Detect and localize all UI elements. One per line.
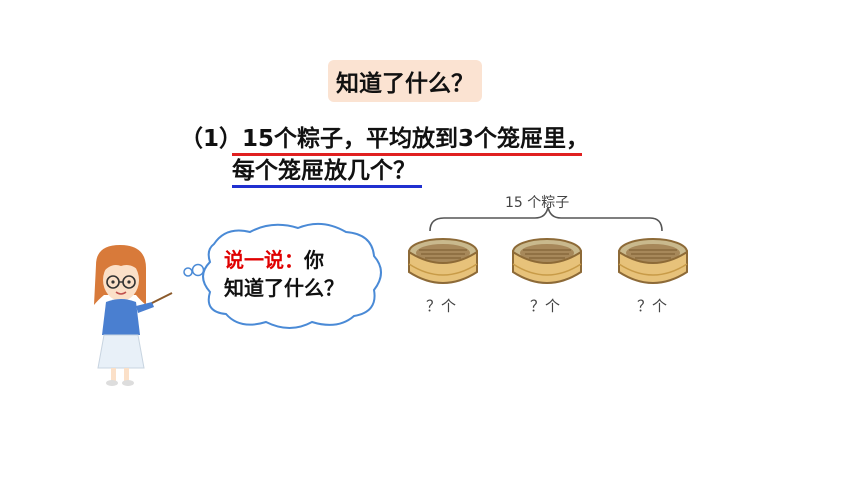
steamer-label-3: ？个	[637, 297, 668, 315]
brace-label: 15 个粽子	[505, 195, 570, 211]
speech-line2: 知道了什么？	[224, 276, 344, 300]
teacher-figure	[94, 245, 173, 386]
red-underline	[232, 153, 582, 156]
steamer-label-2: ？个	[530, 297, 561, 315]
speech-bubble	[183, 222, 382, 329]
problem-line-1: （1）15个粽子，平均放到3个笼屉里，	[180, 126, 590, 152]
speech-bubble-text: 说一说：你 知道了什么？	[224, 246, 364, 302]
steamer-label-1: ？个	[426, 297, 457, 315]
steamer-2	[512, 238, 582, 284]
blue-underline	[232, 185, 422, 188]
speech-rest-line1: 你	[304, 248, 324, 272]
steamer-1	[408, 238, 478, 284]
problem-line-2: 每个笼屉放几个？	[232, 158, 416, 184]
section-title: 知道了什么？	[328, 60, 482, 102]
steamer-3	[618, 238, 688, 284]
curly-brace	[429, 206, 663, 232]
speech-prompt: 说一说：	[224, 248, 304, 272]
